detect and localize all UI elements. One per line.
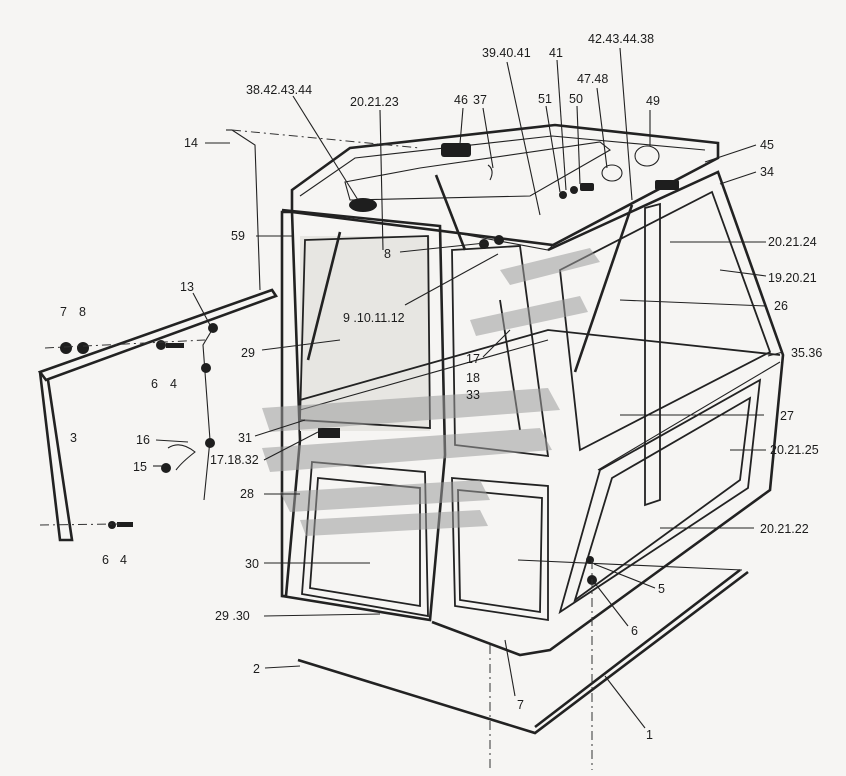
handrail-assembly [37, 129, 421, 542]
callout-label: 47.48 [577, 72, 608, 86]
callout-label: 20.21.24 [768, 235, 817, 249]
callout-label: 26 [774, 299, 788, 313]
callout-label: 9 .10.11.12 [343, 311, 405, 325]
callout-label: 34 [760, 165, 774, 179]
callout-label: 20.21.25 [770, 443, 819, 457]
callout-label: 20.21.23 [350, 95, 399, 109]
callout-label: 30 [245, 557, 259, 571]
callout-label: 27 [780, 409, 794, 423]
roof-parts [318, 143, 679, 585]
callout-label: 35.36 [791, 346, 822, 360]
callout-label: 18 [466, 371, 480, 385]
callout-label: 50 [569, 92, 583, 106]
callout-label: 49 [646, 94, 660, 108]
callout-label: 15 [133, 460, 147, 474]
callout-label: 14 [184, 136, 198, 150]
callout-label: 28 [240, 487, 254, 501]
callout-label: 7 [517, 698, 524, 712]
callout-label: 20.21.22 [760, 522, 809, 536]
callout-label: 4 [120, 553, 127, 567]
callout-label: 6 [151, 377, 158, 391]
callout-label: 8 [384, 247, 391, 261]
callout-label: 13 [180, 280, 194, 294]
leader-lines [153, 47, 784, 729]
callout-label: 59 [231, 229, 245, 243]
callout-label: 29 [241, 346, 255, 360]
callout-label: 39.40.41 [482, 46, 531, 60]
callout-label: 7 [60, 305, 67, 319]
callout-label: 45 [760, 138, 774, 152]
callout-label: 5 [658, 582, 665, 596]
callout-label: 17 [466, 352, 480, 366]
callout-label: 42.43.44.38 [588, 32, 654, 46]
callout-label: 2 [253, 662, 260, 676]
callout-label: 46 [454, 93, 468, 107]
callout-label: 1 [646, 728, 653, 742]
callout-label: 4 [170, 377, 177, 391]
callout-label: 6 [102, 553, 109, 567]
callout-label: 41 [549, 46, 563, 60]
callout-label: 33 [466, 388, 480, 402]
callout-label: 6 [631, 624, 638, 638]
callout-label: 19.20.21 [768, 271, 817, 285]
callout-label: 17.18.32 [210, 453, 259, 467]
callout-label: 16 [136, 433, 150, 447]
arrows-logo-watermark [262, 248, 600, 536]
callout-label: 29 .30 [215, 609, 250, 623]
cab-body [280, 123, 785, 657]
callout-labels: 39.40.41 42.43.44.38 41 47.48 51 50 49 3… [60, 32, 822, 742]
callout-label: 3 [70, 431, 77, 445]
callout-label: 8 [79, 305, 86, 319]
floor-frame [297, 559, 749, 770]
callout-label: 38.42.43.44 [246, 83, 312, 97]
callout-label: 51 [538, 92, 552, 106]
callout-label: 31 [238, 431, 252, 445]
callout-label: 37 [473, 93, 487, 107]
